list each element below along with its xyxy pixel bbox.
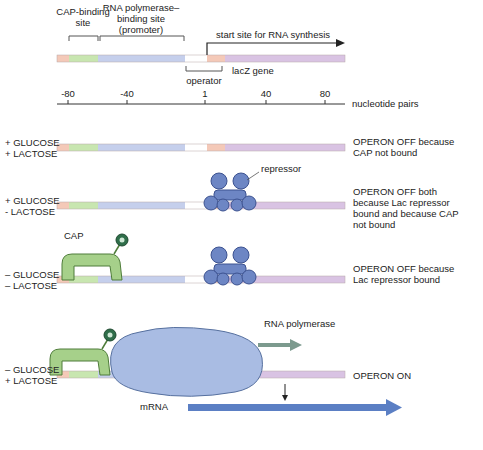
label: operator bbox=[186, 75, 221, 86]
label: + LACTOSE bbox=[5, 148, 57, 159]
repressor-protein bbox=[204, 247, 256, 285]
label: CAP bbox=[64, 230, 84, 241]
label: + LACTOSE bbox=[5, 375, 57, 386]
label: – GLUCOSE bbox=[5, 269, 59, 280]
label: OPERON OFF because Lac repressor bound bbox=[353, 263, 468, 285]
bracket bbox=[100, 36, 184, 41]
start-arrow bbox=[207, 43, 338, 55]
label: nucleotide pairs bbox=[352, 98, 419, 109]
leader-line bbox=[247, 172, 259, 180]
label: lacZ gene bbox=[232, 65, 274, 76]
label: OPERON OFF because CAP not bound bbox=[353, 136, 468, 158]
label: -40 bbox=[120, 88, 134, 99]
label: - LACTOSE bbox=[5, 206, 55, 217]
scale-line bbox=[57, 104, 345, 105]
down-arrow bbox=[285, 384, 286, 396]
label: -80 bbox=[61, 88, 75, 99]
dna-strand bbox=[57, 55, 345, 62]
label: – GLUCOSE bbox=[5, 364, 59, 375]
dna-strand bbox=[57, 144, 345, 151]
label: 40 bbox=[261, 88, 272, 99]
bracket bbox=[186, 66, 222, 71]
label: start site for RNA synthesis bbox=[216, 29, 330, 40]
arrowhead bbox=[336, 39, 345, 47]
transcription-arrow bbox=[258, 343, 292, 347]
label: OPERON OFF both because Lac repressor bo… bbox=[353, 186, 468, 230]
label: mRNA bbox=[140, 401, 168, 412]
label: – LACTOSE bbox=[5, 280, 57, 291]
label: + GLUCOSE bbox=[5, 195, 60, 206]
label: repressor bbox=[261, 163, 301, 174]
label: RNA polymerase bbox=[264, 318, 335, 329]
bracket bbox=[69, 36, 98, 41]
label: 1 bbox=[202, 88, 207, 99]
label: + GLUCOSE bbox=[5, 137, 60, 148]
scale-ticks bbox=[68, 100, 325, 104]
label: RNA polymerase–binding site (promoter) bbox=[95, 2, 187, 35]
arrowhead bbox=[282, 395, 288, 401]
dna-strand bbox=[57, 202, 345, 209]
arrowhead bbox=[386, 399, 402, 416]
repressor-protein bbox=[204, 173, 256, 211]
arrowhead bbox=[290, 339, 302, 351]
cap-protein bbox=[50, 329, 116, 375]
dna-strand bbox=[57, 276, 345, 283]
label: OPERON ON bbox=[353, 370, 411, 381]
rna-polymerase bbox=[111, 327, 263, 396]
label: 80 bbox=[320, 88, 331, 99]
mrna-arrow bbox=[188, 404, 388, 411]
